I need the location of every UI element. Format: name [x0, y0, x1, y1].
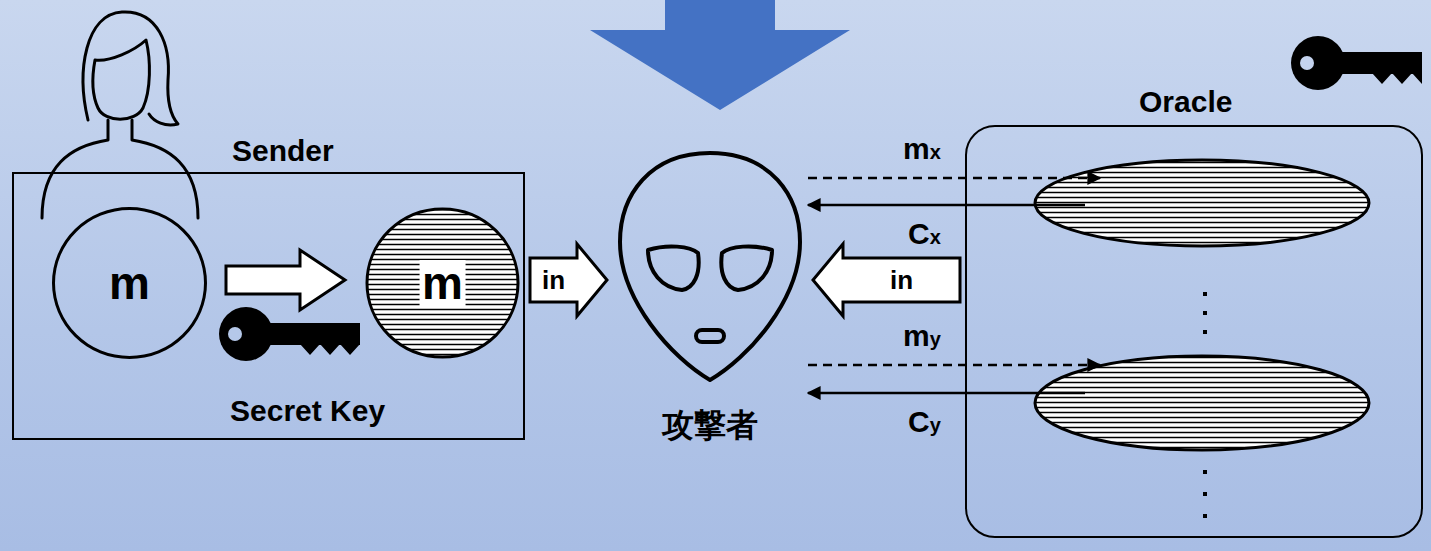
encrypt-hollow-arrow [226, 250, 345, 310]
input-arrow [813, 244, 960, 316]
oracle-key-icon [1291, 36, 1422, 90]
sender-person-icon [42, 12, 198, 218]
oracle-box: Oracle [965, 125, 1423, 538]
key-label: Secret Key [230, 394, 385, 427]
attacker-label: 攻撃者 [662, 408, 758, 443]
oracle-encryption-ellipse [1035, 356, 1369, 450]
plain-message-circle: m [52, 207, 207, 359]
sender-box: SenderSecret Keymm [12, 172, 525, 440]
message-label: mx [903, 132, 941, 165]
continuation-dots [1203, 292, 1207, 518]
key-hole [1300, 56, 1314, 70]
sender-heading: Sender [232, 134, 334, 167]
message-label: Cy [908, 405, 941, 438]
attacker-figure: 攻撃者 [612, 150, 808, 450]
person-shoulders [42, 120, 198, 218]
hatched-circle [367, 209, 518, 357]
query-arrow [808, 177, 1100, 180]
flow-down-arrow [590, 0, 850, 110]
key-teeth [300, 344, 360, 355]
oracle-encryption-ellipse [1035, 160, 1369, 246]
arrow-label: in [540, 267, 567, 293]
encrypted-message-circle: m [365, 207, 520, 359]
input-arrow [530, 244, 607, 316]
message-label: m [419, 260, 466, 306]
alien-head [620, 153, 800, 380]
person-face [93, 40, 149, 119]
alien-mouth [696, 330, 724, 342]
alien-eye [721, 246, 772, 290]
alien-head-icon [612, 150, 808, 384]
key-shaft [262, 323, 360, 345]
key-teeth [1372, 73, 1422, 84]
alien-eye [648, 246, 699, 290]
message-label: my [903, 319, 941, 352]
key-shaft [1334, 52, 1422, 74]
secret-key-icon [219, 307, 360, 361]
response-arrow [808, 204, 1085, 207]
response-arrow [808, 392, 1085, 395]
arrow-label: in [888, 267, 915, 293]
message-label: Cx [908, 217, 941, 250]
query-arrow [808, 364, 1100, 367]
person-hair [83, 12, 178, 125]
oracle-heading: Oracle [1139, 85, 1232, 118]
key-hole [228, 327, 242, 341]
message-label: m [109, 260, 150, 306]
